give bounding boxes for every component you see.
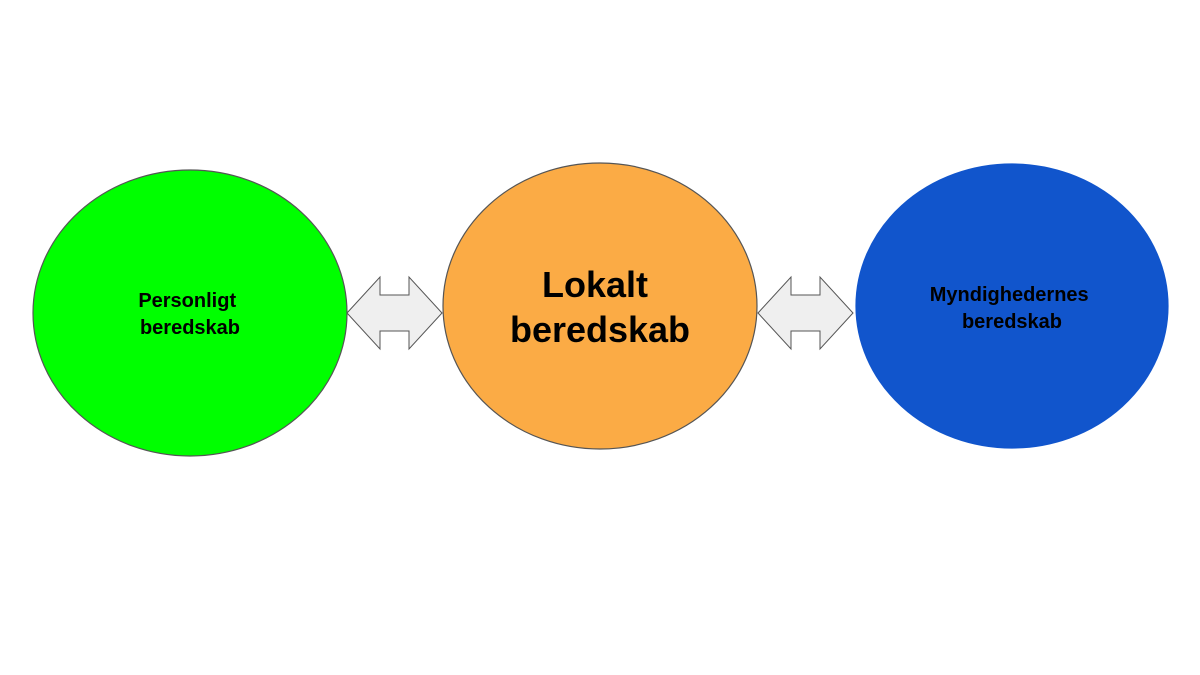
svg-text:Myndighedernes beredskab: Myndighedernes beredskab (930, 284, 1094, 333)
node-local-circle (442, 162, 758, 450)
node-local: Lokalt beredskab (442, 162, 758, 450)
node-personal-label-line-1: Personligt (138, 290, 236, 312)
node-local-label-line-1: Lokalt (542, 264, 648, 305)
double-arrow-local-authorities (757, 275, 854, 351)
node-authorities: Myndighedernes beredskab (855, 163, 1169, 449)
svg-text:Personligt beredskab: Personligt beredskab (138, 290, 241, 339)
node-personal-circle (32, 169, 348, 457)
svg-text:Lokalt beredskab: Lokalt beredskab (510, 264, 690, 350)
node-local-label-line-2: beredskab (510, 309, 690, 350)
node-personal: Personligt beredskab (32, 169, 348, 457)
node-authorities-label-line-1: Myndighedernes (930, 284, 1089, 306)
node-authorities-label-line-2: beredskab (962, 311, 1062, 333)
node-personal-label-line-2: beredskab (140, 317, 240, 339)
double-arrow-personal-local (346, 275, 443, 351)
node-authorities-circle (855, 163, 1169, 449)
